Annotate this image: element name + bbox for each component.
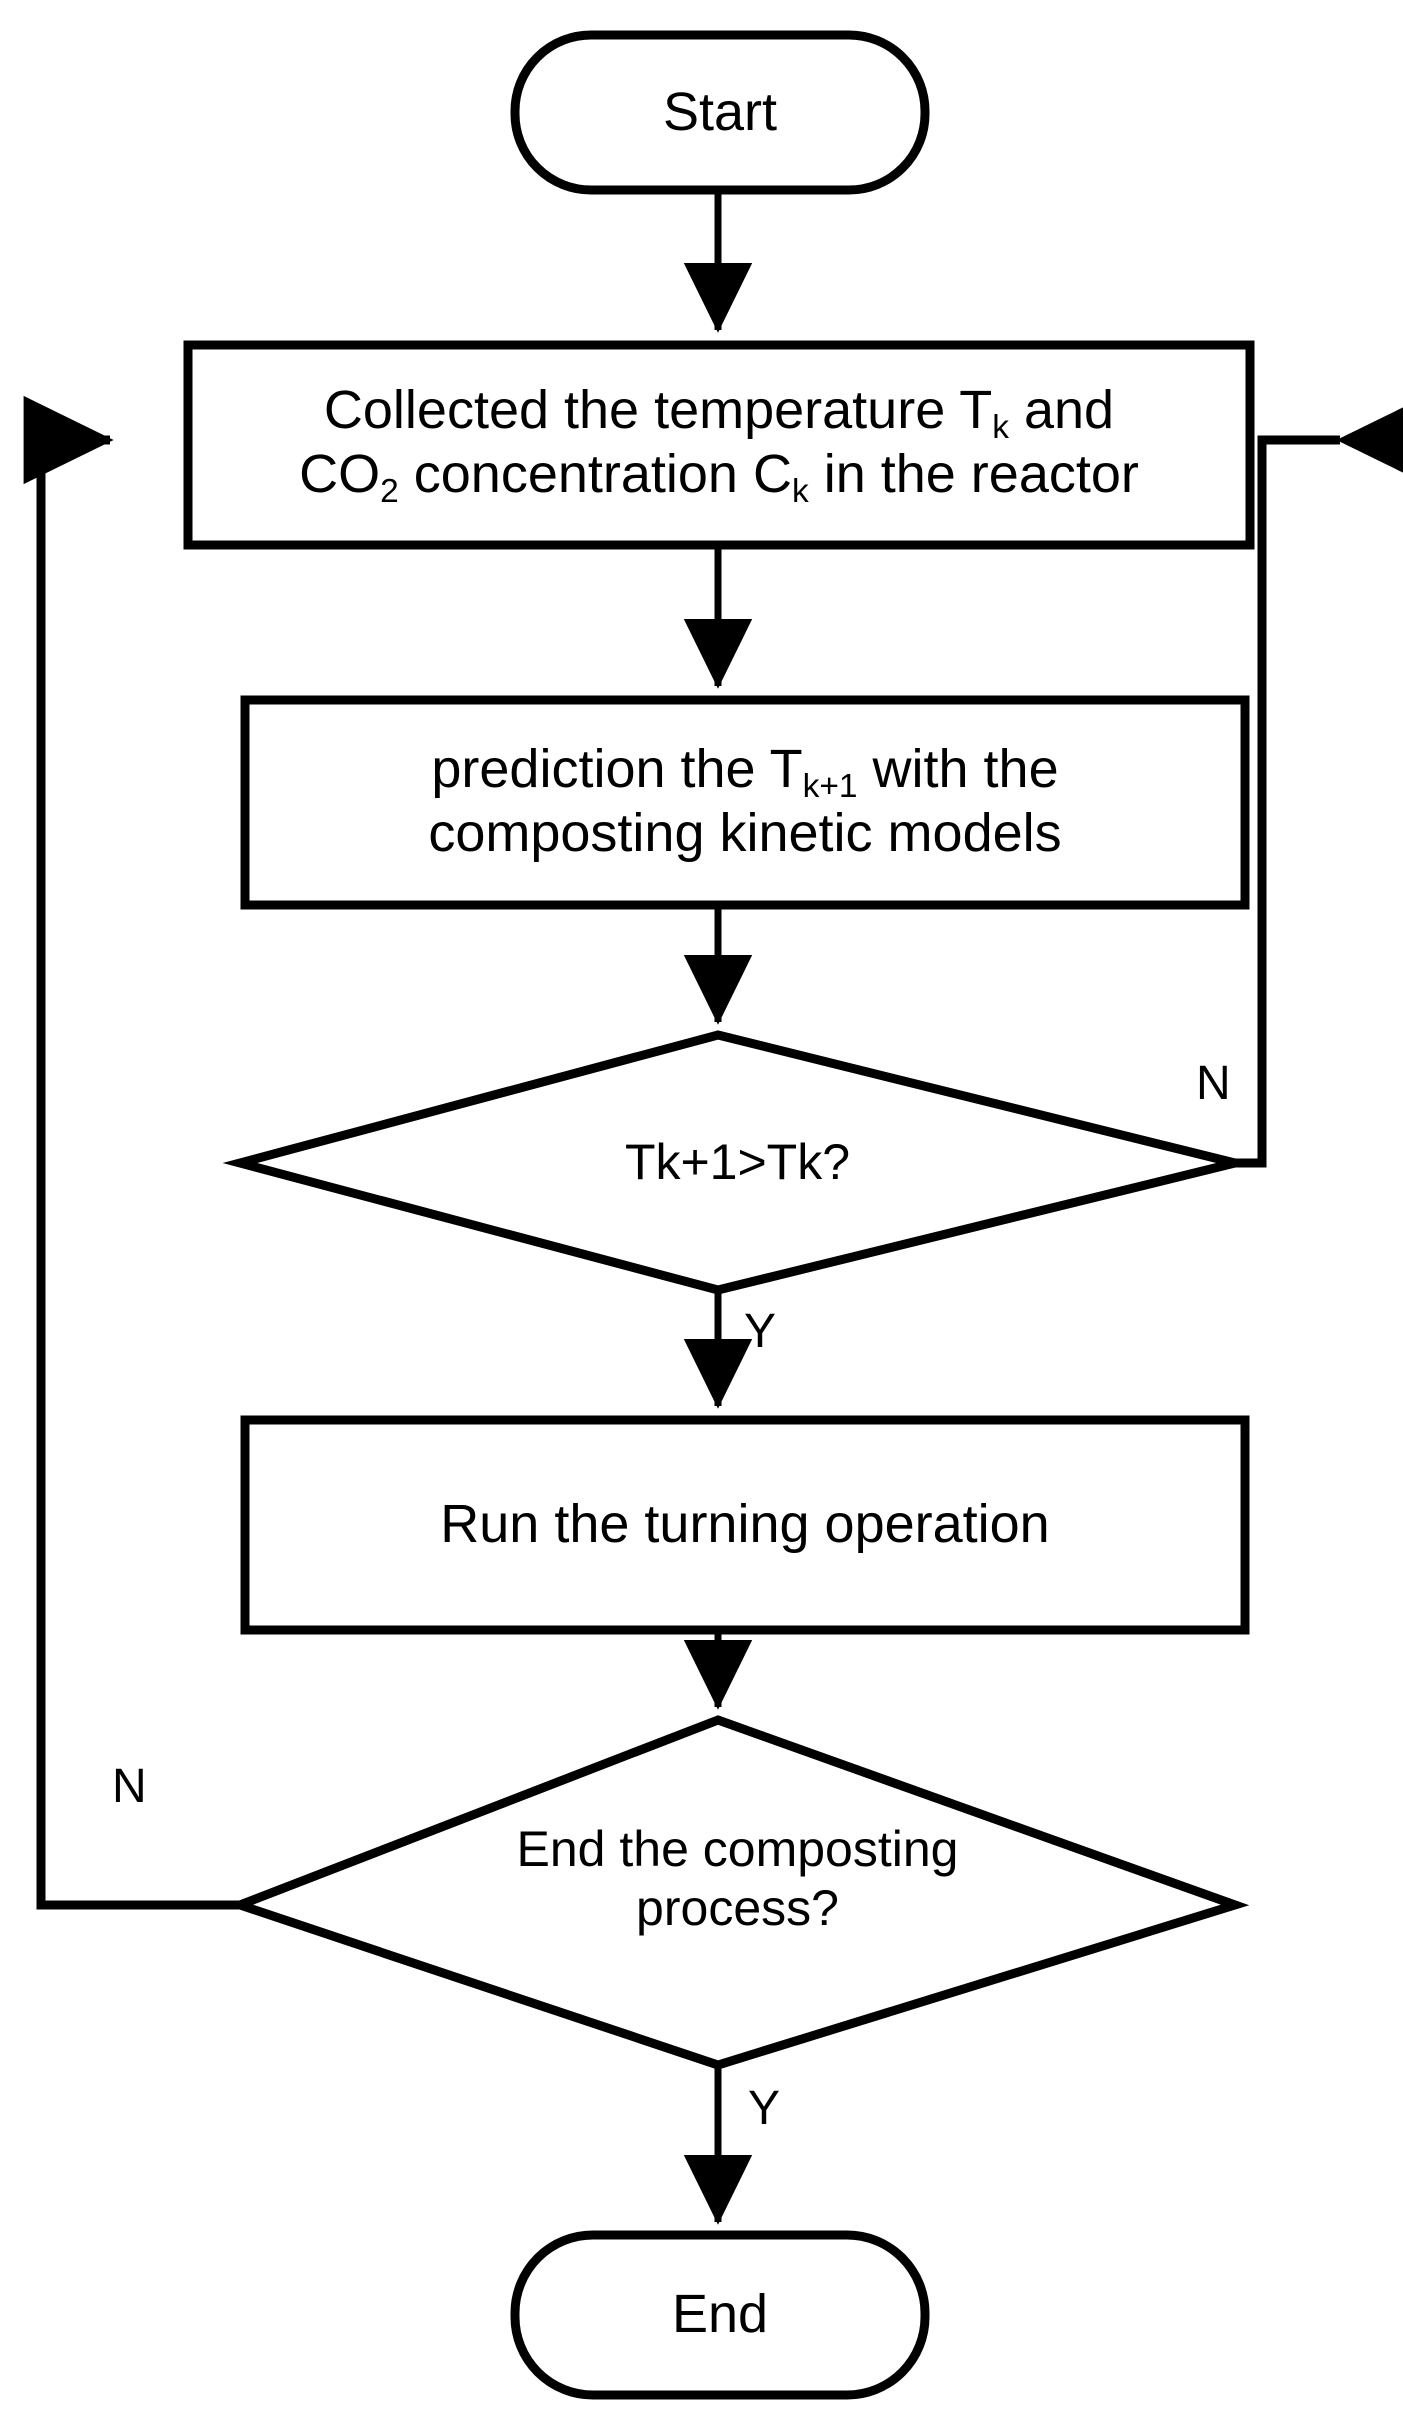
decision-end-shape — [226, 1715, 1250, 2070]
collect-process-shape — [183, 340, 1255, 550]
end-terminator-shape — [510, 2230, 930, 2400]
decision-temp-shape — [222, 1030, 1237, 1295]
turning-process-shape — [240, 1415, 1250, 1635]
edge-label-temp-no: N — [1196, 1057, 1231, 1110]
edge-label-end-no: N — [112, 1760, 147, 1813]
edge-label-temp-yes: Y — [744, 1305, 777, 1358]
start-terminator-shape — [510, 30, 930, 195]
edge-decision-end-no-loopback — [23, 395, 240, 1910]
edge-label-end-yes: Y — [748, 2082, 781, 2135]
predict-process-shape — [240, 695, 1250, 910]
